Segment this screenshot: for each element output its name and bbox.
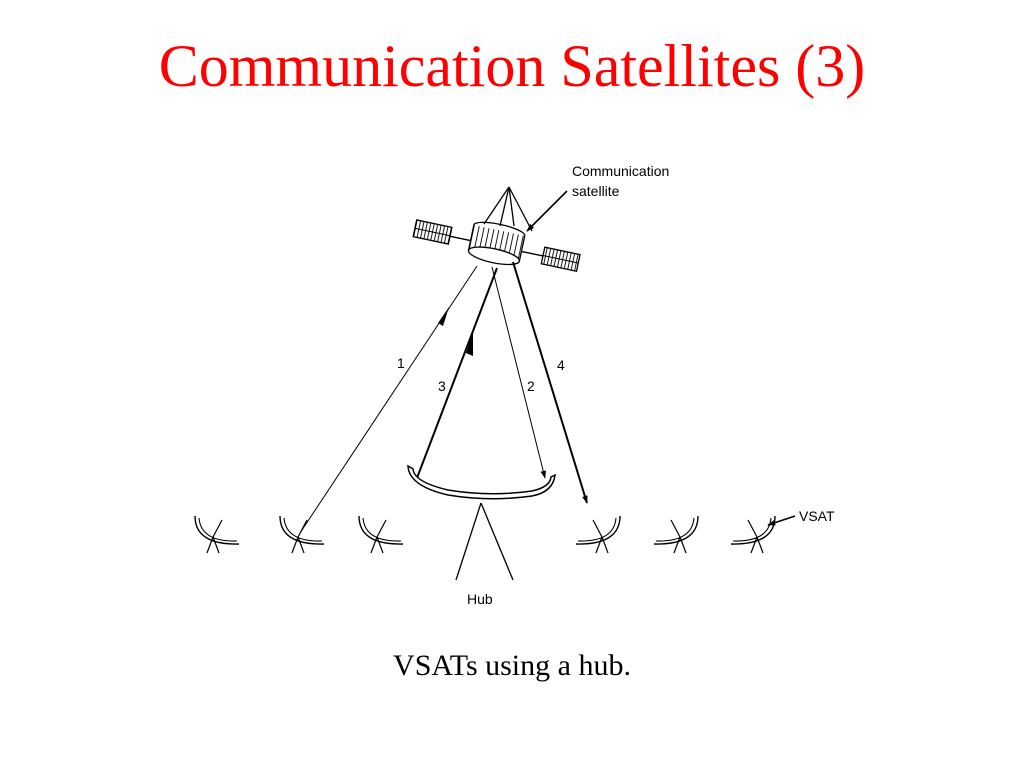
- vsat-label: VSAT: [799, 508, 835, 524]
- path-label-4: 4: [557, 357, 565, 373]
- path-label-2: 2: [527, 378, 535, 394]
- path-1-arrowhead: [438, 307, 449, 326]
- satellite-label-line1: Communication: [572, 163, 669, 179]
- vsat-dish-icon: [730, 515, 776, 554]
- path-3-line: [416, 267, 498, 479]
- path-label-1: 1: [397, 355, 405, 371]
- vsat-dish-icon: [653, 515, 699, 554]
- satellite-icon: [412, 186, 581, 273]
- slide-title: Communication Satellites (3): [158, 33, 866, 99]
- hub-dish-icon: [407, 464, 556, 581]
- figure-caption: VSATs using a hub.: [393, 649, 631, 682]
- vsat-dish-icon: [279, 515, 325, 554]
- vsat-dish-icon: [575, 515, 621, 554]
- satellite-label-line2: satellite: [572, 183, 620, 199]
- path-2-line: [491, 266, 546, 479]
- hub-label: Hub: [467, 591, 493, 607]
- path-3-arrowhead: [466, 331, 473, 356]
- vsat-label-pointer: [767, 515, 796, 526]
- path-4-line: [512, 261, 588, 504]
- path-label-3: 3: [438, 378, 446, 394]
- vsat-dish-icon: [358, 515, 404, 554]
- satellite-label-pointer: [526, 190, 568, 232]
- vsat-dish-icon: [194, 515, 240, 554]
